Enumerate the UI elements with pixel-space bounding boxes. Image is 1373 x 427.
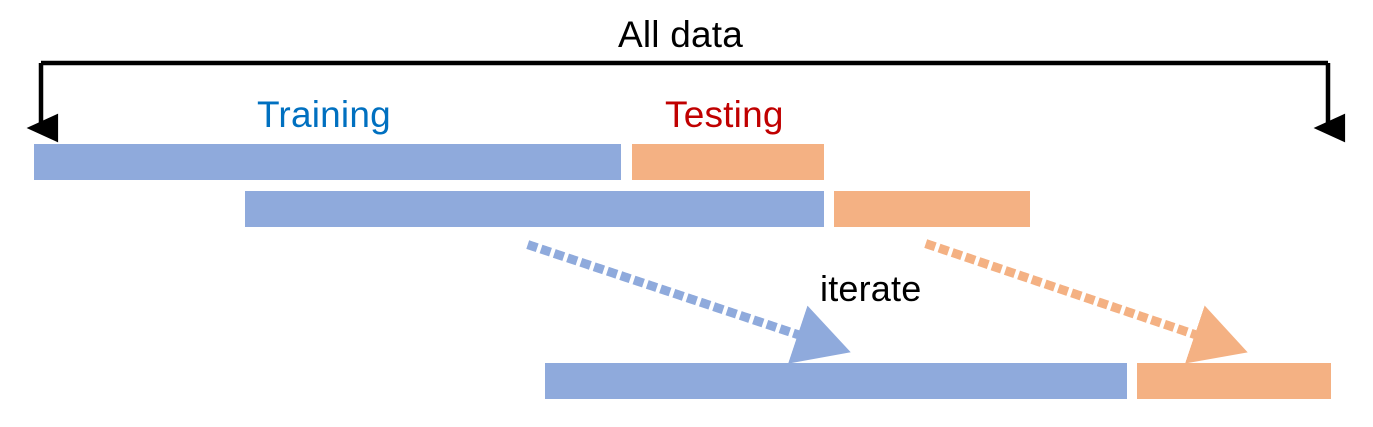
page-title: All data (618, 14, 744, 55)
training-iterate-arrow (526, 240, 851, 364)
split-2-training-bar (245, 191, 824, 227)
testing-iterate-arrow (924, 239, 1248, 364)
split-3-testing-bar (1137, 363, 1331, 399)
training-label: Training (257, 94, 391, 135)
split-1-training-bar (34, 144, 621, 180)
split-3-training-bar (545, 363, 1127, 399)
testing-label: Testing (665, 94, 784, 135)
iterate-label: iterate (820, 268, 922, 309)
split-2-testing-bar (834, 191, 1030, 227)
split-1-testing-bar (632, 144, 824, 180)
